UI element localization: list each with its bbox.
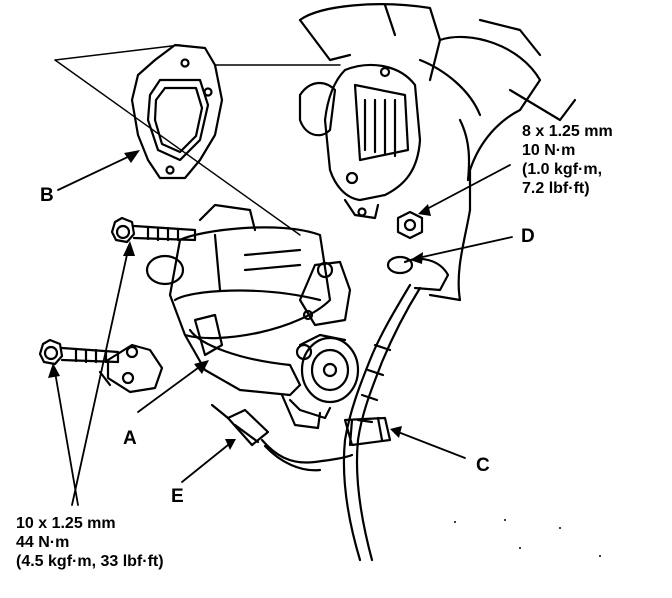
nut-spec-torque-nm: 10 N·m [522, 142, 576, 159]
leader-arrows [54, 154, 513, 506]
terminal-cable-d [342, 255, 450, 562]
callout-c: C [476, 455, 490, 476]
nut-spec-size: 8 x 1.25 mm [522, 123, 613, 140]
callout-e: E [171, 486, 184, 507]
nut-spec-torque-lbfft: 7.2 lbf·ft) [522, 180, 590, 197]
gasket-b [130, 43, 224, 180]
bolt-torque-spec: 10 x 1.25 mm 44 N·m (4.5 kgf·m, 33 lbf·f… [16, 514, 164, 571]
terminal-nut [396, 210, 424, 240]
bolt-spec-torque-nm: 44 N·m [16, 534, 70, 551]
print-speckles [454, 519, 601, 557]
nut-spec-torque-kgfm: (1.0 kgf·m, [522, 161, 603, 178]
harness-clip-c [343, 416, 392, 447]
starter-motor-a [145, 203, 360, 430]
nut-torque-spec: 8 x 1.25 mm 10 N·m (1.0 kgf·m, 7.2 lbf·f… [522, 122, 613, 198]
callout-b: B [40, 185, 54, 206]
connector-e [210, 403, 354, 472]
mount-bracket [98, 343, 164, 394]
bolt-spec-torque-other: (4.5 kgf·m, 33 lbf·ft) [16, 553, 164, 570]
bolt-spec-size: 10 x 1.25 mm [16, 515, 116, 532]
callout-d: D [521, 226, 535, 247]
assembly-guide-lines [54, 44, 341, 236]
arrow-heads [48, 150, 431, 450]
engine-block-housing [298, 3, 577, 302]
upper-mounting-bolt [110, 216, 197, 244]
upper-mount-bracket [298, 63, 422, 220]
callout-a: A [123, 428, 137, 449]
